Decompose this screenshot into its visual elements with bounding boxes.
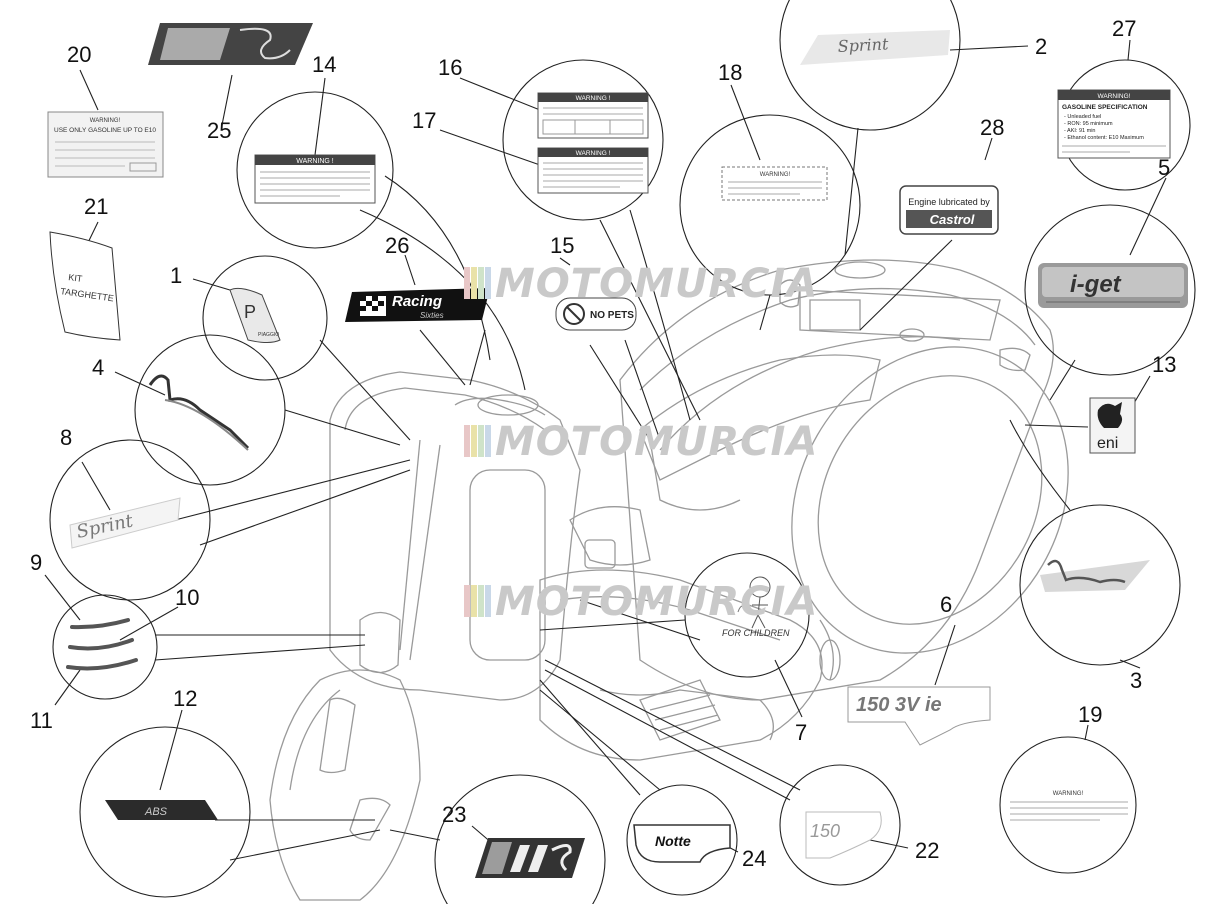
decal-17-warning-text: WARNING ! — [576, 150, 611, 157]
callout-4: 4 — [92, 355, 104, 380]
watermark-text: MOTOMURCIA — [495, 261, 818, 307]
decal-5-iget: i-get — [1038, 263, 1188, 308]
watermark-2: MOTOMURCIA — [464, 419, 818, 465]
watermark-text: MOTOMURCIA — [495, 579, 818, 625]
castrol-line2: Castrol — [930, 212, 975, 227]
decal-1-piaggio: P PIAGGIO — [229, 287, 281, 343]
gasoline-line: - RON: 95 minimum — [1064, 121, 1113, 127]
callout-27: 27 — [1112, 16, 1136, 41]
decal-22-150: 150 — [805, 811, 882, 859]
callout-14: 14 — [312, 52, 336, 77]
model-150-text: 150 — [810, 821, 840, 841]
callout-8: 8 — [60, 425, 72, 450]
callout-17: 17 — [412, 108, 436, 133]
callout-19: 19 — [1078, 702, 1102, 727]
decal-20-line1: USE ONLY GASOLINE UP TO E10 — [54, 127, 156, 134]
callout-11: 11 — [30, 708, 53, 733]
callout-7: 7 — [795, 720, 807, 745]
callout-13: 13 — [1152, 352, 1176, 377]
callout-22: 22 — [915, 838, 939, 863]
decal-15-no-pets: NO PETS — [555, 297, 637, 331]
gasoline-line: - Unleaded fuel — [1064, 114, 1101, 120]
callout-9: 9 — [30, 550, 42, 575]
callout-20: 20 — [67, 42, 91, 67]
callout-5: 5 — [1158, 155, 1170, 180]
castrol-line1: Engine lubricated by — [908, 197, 990, 207]
gasoline-line: - Ethanol content: E10 Maximum — [1064, 135, 1144, 141]
callout-12: 12 — [173, 686, 197, 711]
decal-25-s-badge — [148, 23, 313, 65]
decal-21-kit-bag: KIT TARGHETTE — [49, 231, 121, 341]
decal-18-warning: WARNING! — [721, 166, 828, 201]
decal-8-sprint: Sprint — [69, 497, 181, 549]
callout-3: 3 — [1130, 668, 1142, 693]
decal-28-castrol: Engine lubricated by Castrol — [899, 185, 999, 235]
decal-16-warning-text: WARNING ! — [576, 95, 611, 102]
callout-1: 1 — [170, 263, 182, 288]
callout-10: 10 — [175, 585, 199, 610]
decal-2-sprint: Sprint — [800, 30, 950, 65]
decal-13-eni: eni — [1089, 397, 1136, 454]
callout-15: 15 — [550, 233, 574, 258]
callout-23: 23 — [442, 802, 466, 827]
callout-18: 18 — [718, 60, 742, 85]
watermark-text: MOTOMURCIA — [495, 419, 818, 465]
watermark-1: MOTOMURCIA — [464, 261, 818, 307]
eni-text: eni — [1097, 435, 1118, 452]
callout-6: 6 — [940, 592, 952, 617]
callout-16: 16 — [438, 55, 462, 80]
iget-text: i-get — [1070, 271, 1122, 298]
piaggio-text: PIAGGIO — [258, 332, 279, 338]
decal-17-warning: WARNING ! — [537, 147, 649, 194]
decal-7-for-children: FOR CHILDREN — [722, 576, 790, 638]
piaggio-p: P — [244, 302, 256, 322]
decal-24-notte: Notte — [633, 824, 731, 863]
decal-2-sprint-text: Sprint — [837, 34, 889, 56]
kit-line1: KIT — [68, 272, 84, 284]
callout-numbers: 1 2 3 4 5 6 7 8 9 10 11 12 13 14 15 16 1… — [30, 16, 1176, 871]
decal-26-racing-sixties: Racing Sixties — [345, 288, 490, 322]
decal-23-iis — [475, 838, 585, 878]
model-3vie-text: 150 3V ie — [856, 694, 942, 716]
decal-14-warning: WARNING ! — [254, 154, 376, 204]
decal-20-fuel-warning: WARNING! USE ONLY GASOLINE UP TO E10 — [47, 111, 164, 178]
callout-26: 26 — [385, 233, 409, 258]
decal-3-vespa — [1040, 559, 1150, 592]
callout-2: 2 — [1035, 34, 1047, 59]
decal-6-150-3vie: 150 3V ie — [847, 686, 991, 746]
decal-19-warning-text: WARNING! — [1053, 791, 1084, 797]
for-children-text: FOR CHILDREN — [722, 628, 790, 638]
callout-25: 25 — [207, 118, 231, 143]
decal-16-warning: WARNING ! — [537, 92, 649, 139]
decal-20-warning-text: WARNING! — [90, 118, 121, 124]
callout-24: 24 — [742, 846, 766, 871]
decal-27-gasoline-spec: WARNING! GASOLINE SPECIFICATION - Unlead… — [1057, 89, 1171, 159]
leader-lines — [44, 0, 1196, 904]
notte-text: Notte — [655, 833, 691, 849]
gasoline-title: GASOLINE SPECIFICATION — [1062, 104, 1148, 111]
callout-21: 21 — [84, 194, 108, 219]
decal-14-warning-text: WARNING ! — [296, 158, 334, 165]
no-pets-text: NO PETS — [590, 310, 634, 321]
scooter-outline — [269, 259, 1069, 901]
decal-4-vespa-script — [148, 374, 250, 451]
sixties-text: Sixties — [420, 311, 444, 320]
racing-text: Racing — [392, 293, 442, 310]
decal-12-abs: ABS — [105, 800, 218, 820]
abs-text: ABS — [144, 806, 168, 818]
gasoline-line: - AKI: 91 min — [1064, 128, 1096, 134]
decal-27-warning-text: WARNING! — [1098, 93, 1131, 100]
watermark-3: MOTOMURCIA — [464, 579, 818, 625]
decal-18-warning-text: WARNING! — [760, 172, 791, 178]
decal-9-10-11-chevrons — [66, 618, 138, 671]
callout-28: 28 — [980, 115, 1004, 140]
decal-19-warning: WARNING! — [1010, 791, 1128, 821]
